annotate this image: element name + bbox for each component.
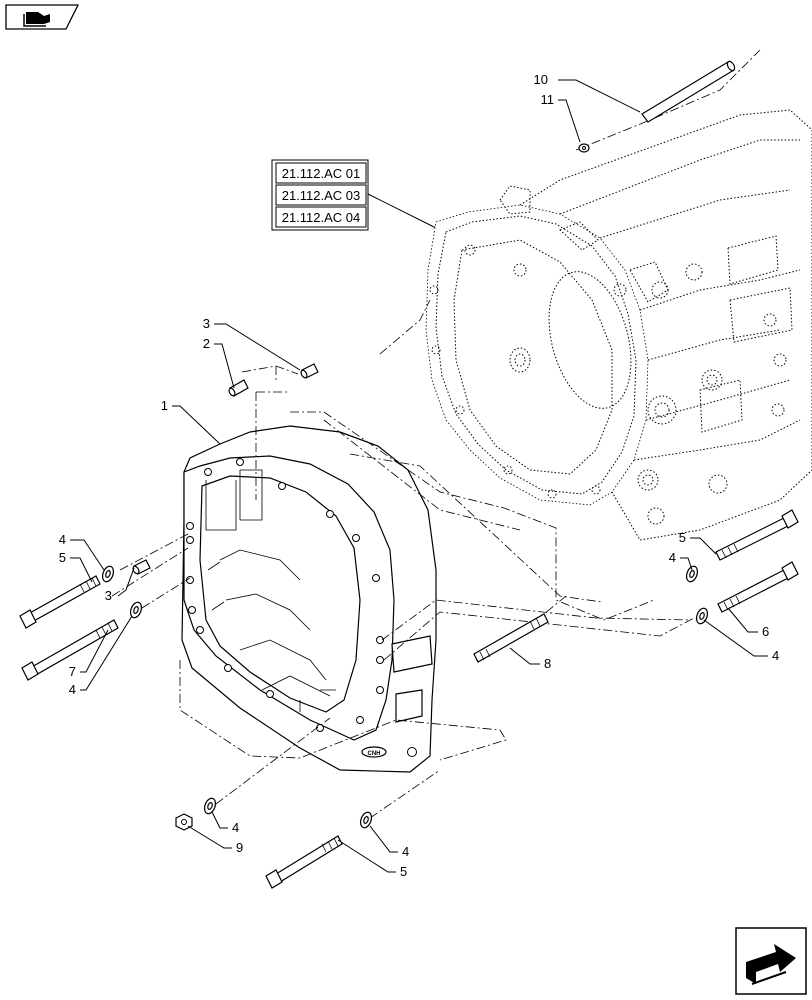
assembly-projection-lines (111, 49, 761, 819)
callout-4-bottom-right: 4 (402, 844, 409, 859)
callout-9: 9 (236, 840, 243, 855)
callout-1: 1 (161, 398, 168, 413)
washer-part-4-left-lower (129, 601, 143, 619)
callouts: 10 11 3 2 1 4 5 3 7 4 5 4 6 4 8 4 9 4 5 (59, 72, 779, 879)
rod-part-10 (641, 60, 736, 123)
callout-2: 2 (203, 336, 210, 351)
svg-text:CNH: CNH (368, 751, 381, 757)
callout-4-right-upper: 4 (669, 550, 676, 565)
callout-5-right: 5 (679, 530, 686, 545)
washer-part-4-bottom-left (203, 797, 217, 815)
next-page-arrow-icon[interactable] (735, 927, 807, 995)
reference-2-frame (275, 184, 367, 206)
dowel-part-3-upper (300, 363, 319, 379)
reference-box: 21.112.AC 01 21.112.AC 03 21.112.AC 04 (271, 159, 437, 231)
washer-part-4-left-upper (101, 565, 115, 583)
nut-part-9 (175, 813, 193, 831)
bolt-part-5-right (715, 509, 799, 561)
washer-part-4-right-lower (695, 607, 709, 625)
callout-5-bottom: 5 (400, 864, 407, 879)
stud-part-8 (473, 613, 549, 663)
callout-10: 10 (534, 72, 548, 87)
callout-3-upper: 3 (203, 316, 210, 331)
callout-8: 8 (544, 656, 551, 671)
reference-1-frame (275, 162, 367, 184)
pin-part-2 (228, 379, 249, 397)
callout-4-bottom-left: 4 (232, 820, 239, 835)
assembly-book-icon[interactable] (5, 4, 80, 30)
reference-3[interactable]: 21.112.AC 04 (282, 210, 361, 225)
callout-11: 11 (541, 92, 555, 107)
reference-2[interactable]: 21.112.AC 03 (282, 188, 361, 203)
bolt-part-5-left (19, 575, 101, 629)
callout-4-right-lower: 4 (772, 648, 779, 663)
callout-6: 6 (762, 624, 769, 639)
bolt-part-5-bottom (265, 835, 343, 889)
dowel-part-3-lower (132, 559, 151, 575)
bolt-part-6-right (717, 561, 799, 613)
callout-3-lower: 3 (105, 588, 112, 603)
clip-part-11 (578, 143, 590, 153)
callout-7: 7 (69, 664, 76, 679)
callout-4-left-upper: 4 (59, 532, 66, 547)
leader-lines (70, 79, 768, 873)
spacer-housing: CNH (181, 425, 437, 773)
bolt-part-7-left (21, 619, 119, 681)
reference-1[interactable]: 21.112.AC 01 (282, 166, 361, 181)
washer-part-4-bottom-right (359, 811, 373, 829)
callout-5-left: 5 (59, 550, 66, 565)
reference-3-frame (275, 206, 367, 228)
transmission-housing (425, 109, 812, 541)
washer-part-4-right-upper (685, 565, 699, 583)
callout-4-left-lower: 4 (69, 682, 76, 697)
